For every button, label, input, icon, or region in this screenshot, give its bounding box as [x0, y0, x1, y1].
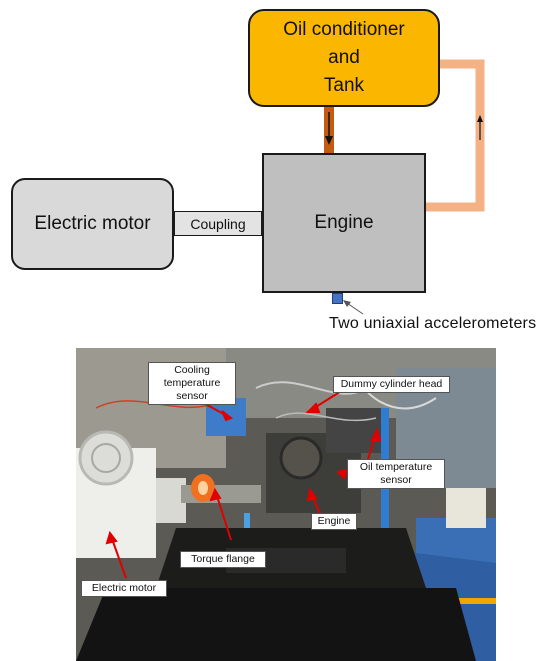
accelerometer-leader-head: [343, 300, 351, 307]
callout-oil-temperature-sensor: Oil temperature sensor: [347, 459, 445, 489]
callout-oil-line-2: sensor: [380, 474, 412, 486]
callout-engine: Engine: [311, 513, 357, 530]
oil-return-arrowhead: [477, 115, 483, 122]
test-rig-photo: Cooling temperature sensor Dummy cylinde…: [76, 348, 496, 661]
callout-cooling-temperature-sensor: Cooling temperature sensor: [148, 362, 236, 405]
oil-supply-arrowhead: [325, 136, 333, 145]
coupling-label: Coupling: [190, 215, 246, 232]
accelerometer-marker: [332, 293, 343, 304]
oil-box-line-2: and: [328, 47, 360, 68]
accelerometer-label: Two uniaxial accelerometers: [329, 315, 537, 332]
callout-torque-flange: Torque flange: [180, 551, 266, 568]
oil-box-line-3: Tank: [323, 75, 365, 96]
callout-oil-line-1: Oil temperature: [359, 461, 433, 473]
coupling-box: Coupling: [174, 211, 262, 236]
oil-box-line-1: Oil conditioner: [283, 19, 405, 40]
electric-motor-label: Electric motor: [34, 213, 151, 234]
engine-label: Engine: [314, 212, 374, 233]
oil-conditioner-tank-box: Oil conditioner and Tank: [248, 9, 440, 107]
test-rig-illustration: [76, 348, 496, 661]
engine-box: Engine: [262, 153, 426, 293]
callout-cooling-line-1: Cooling temperature: [163, 364, 221, 389]
callout-electric-motor: Electric motor: [81, 580, 167, 597]
callout-dummy-cylinder-head: Dummy cylinder head: [333, 376, 450, 393]
electric-motor-box: Electric motor: [11, 178, 174, 270]
callout-cooling-line-2: sensor: [176, 390, 208, 402]
